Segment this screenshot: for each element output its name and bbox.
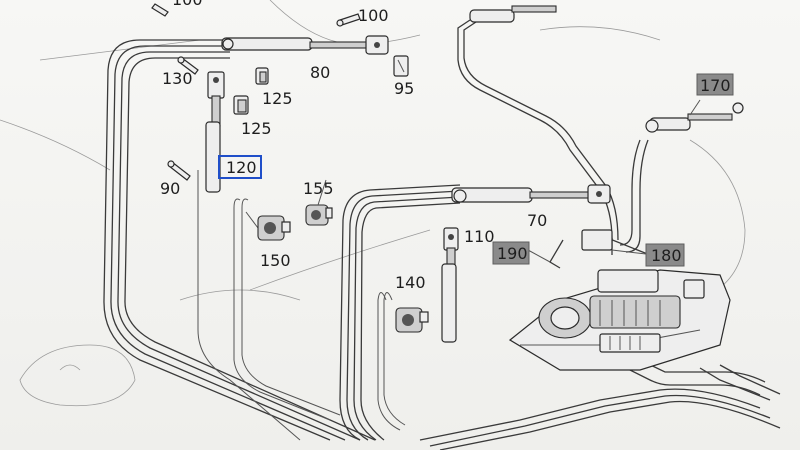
- part-125-clip-a: [255, 67, 269, 85]
- compressor-unit: [508, 269, 731, 371]
- callout-100-top[interactable]: 100: [172, 0, 203, 9]
- callout-125-a[interactable]: 125: [262, 89, 293, 108]
- callout-140[interactable]: 140: [395, 273, 426, 292]
- part-130-bolt: [177, 56, 199, 75]
- part-100-bolt: [336, 13, 361, 27]
- air-line-bundle-middle: [339, 184, 461, 441]
- part-120-strut: [205, 71, 225, 193]
- callout-90[interactable]: 90: [160, 179, 180, 198]
- part-155-valve: [305, 204, 333, 226]
- part-125-clip-b: [233, 95, 249, 115]
- part-150-valve: [257, 215, 291, 241]
- callout-190-box: [492, 241, 530, 265]
- callout-150[interactable]: 150: [260, 251, 291, 270]
- callout-120-highlight-box: [218, 155, 262, 179]
- callout-190[interactable]: 190: [497, 244, 528, 263]
- callout-120[interactable]: 120: [226, 158, 257, 177]
- callout-180[interactable]: 180: [651, 246, 682, 265]
- part-80-strut: [221, 35, 389, 55]
- part-110-strut: [441, 227, 459, 343]
- callout-170-box: [696, 73, 734, 96]
- callout-125-b[interactable]: 125: [241, 119, 272, 138]
- part-70-strut: [451, 184, 611, 204]
- air-line-bundle-left: [103, 39, 376, 441]
- callout-180-box: [645, 243, 685, 267]
- callout-95[interactable]: 95: [394, 79, 414, 98]
- part-90-bolt: [167, 160, 191, 181]
- part-top-strut: [469, 5, 557, 23]
- callout-100[interactable]: 100: [358, 6, 389, 25]
- callout-110[interactable]: 110: [464, 227, 495, 246]
- part-100-bolt-top: [151, 3, 169, 17]
- callout-80[interactable]: 80: [310, 63, 330, 82]
- callout-70[interactable]: 70: [527, 211, 547, 230]
- callouts: 100 100 130 80 95 125 125 120 90 155 150…: [160, 0, 734, 292]
- callout-170[interactable]: 170: [700, 76, 731, 95]
- callout-130[interactable]: 130: [162, 69, 193, 88]
- callout-155[interactable]: 155: [303, 179, 334, 198]
- air-line-bundle-bottom-right: [419, 359, 781, 450]
- part-95-clip: [393, 55, 409, 77]
- part-140-valve: [395, 307, 429, 333]
- air-line-top-right: [457, 19, 651, 269]
- background-sketch: [0, 0, 746, 407]
- part-170-strut: [645, 102, 744, 133]
- part-180-block: [581, 229, 613, 251]
- leader-lines: [317, 99, 701, 263]
